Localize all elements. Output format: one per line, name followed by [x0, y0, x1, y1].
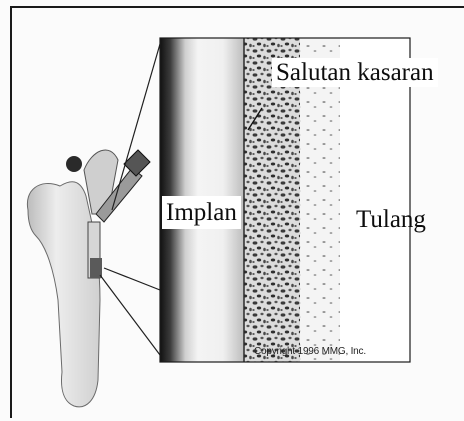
copyright-text: Copyright 1996 MMG, Inc. [254, 346, 366, 357]
bone-label: Tulang [354, 205, 428, 234]
implant-label: Implan [162, 196, 241, 229]
coating-label: Salutan kasaran [272, 58, 438, 87]
